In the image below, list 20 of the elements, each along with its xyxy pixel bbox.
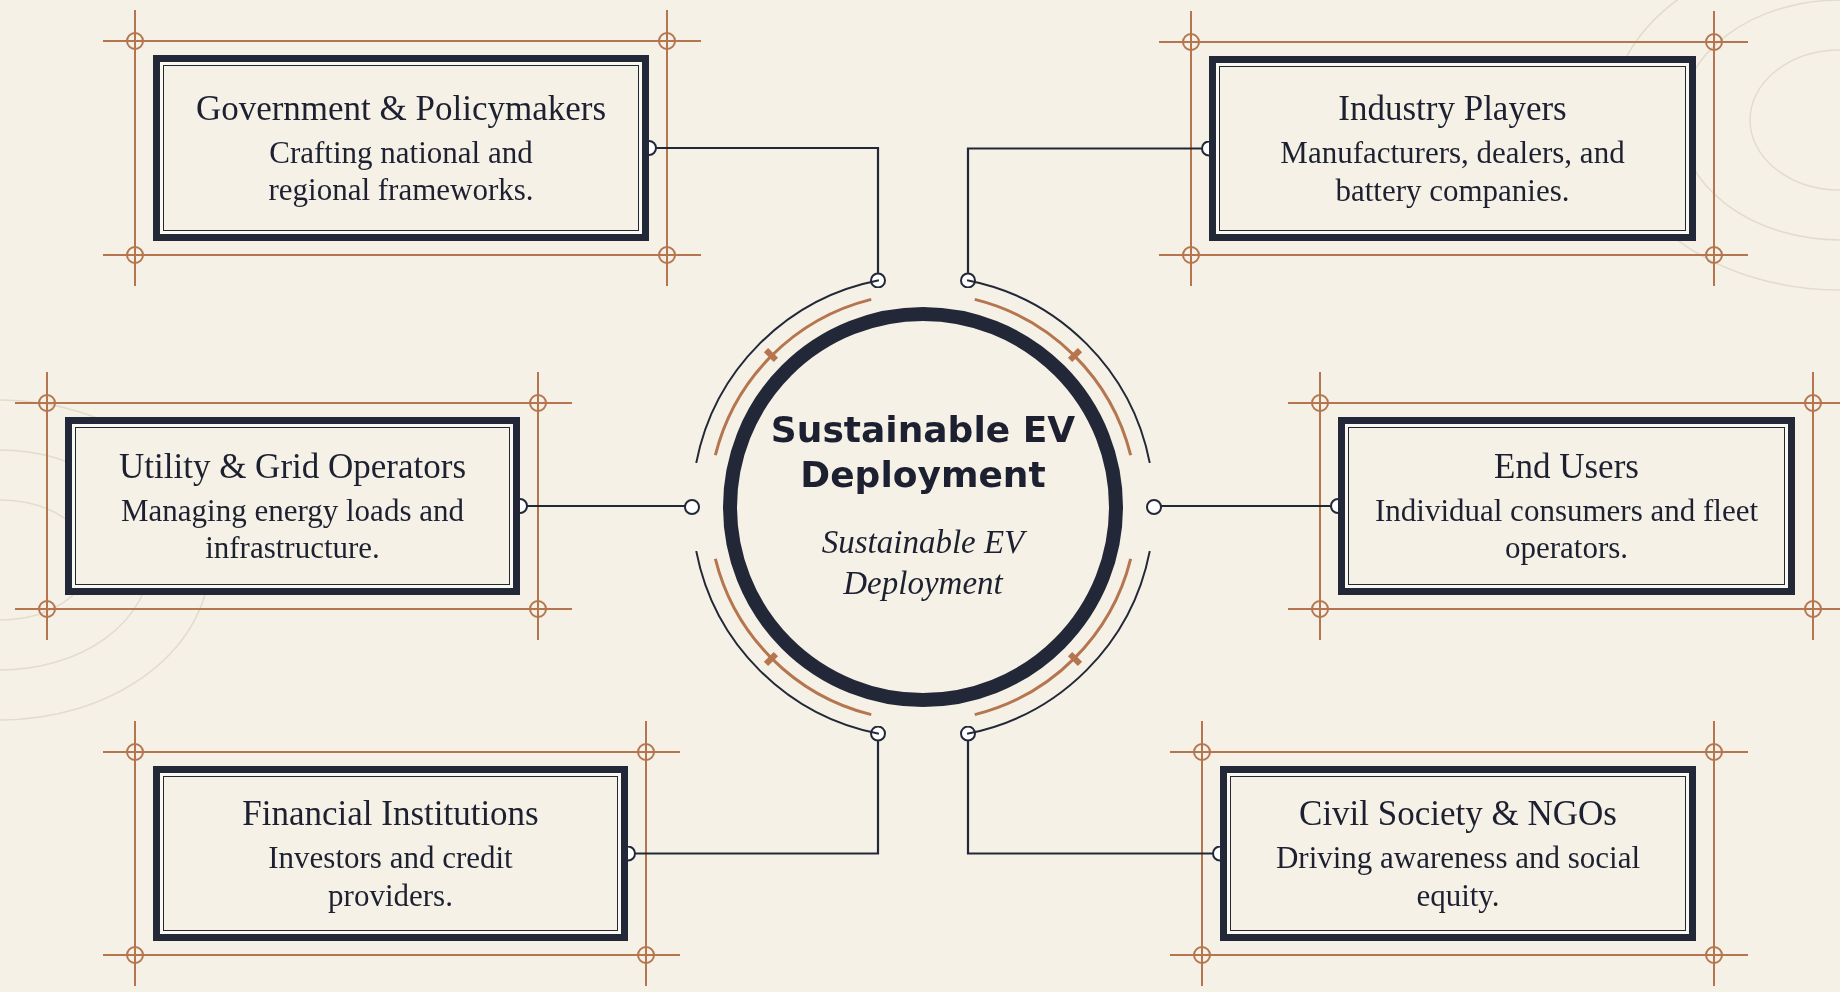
box-description: Crafting national and regional frameworks. [267, 133, 535, 209]
stakeholder-box [1338, 417, 1795, 595]
box-heading: Utility & Grid Operators [119, 445, 466, 488]
box-heading: Government & Policymakers [195, 87, 607, 130]
box-description: Individual consumers and fleet operators. [1373, 491, 1760, 567]
hub-title: Sustainable EV Deployment [769, 408, 1077, 497]
stakeholder-box [1209, 56, 1696, 241]
box-description: Manufacturers, dealers, and battery companies. [1279, 134, 1626, 209]
box-description: Managing energy loads and infrastructure. [120, 491, 465, 567]
box-heading: Civil Society & NGOs [1299, 793, 1617, 836]
box-description: Investors and credit providers. [267, 839, 514, 914]
stakeholder-box [153, 766, 628, 941]
stakeholder-box [65, 417, 520, 595]
box-heading: End Users [1494, 445, 1639, 488]
box-heading: Financial Institutions [242, 793, 539, 836]
stakeholder-box [153, 55, 649, 241]
hub-subtitle: Sustainable EV Deployment [687, 522, 1159, 605]
box-heading: Industry Players [1338, 88, 1567, 131]
stakeholder-box [1220, 766, 1696, 941]
box-description: Driving awareness and social equity. [1274, 839, 1642, 914]
